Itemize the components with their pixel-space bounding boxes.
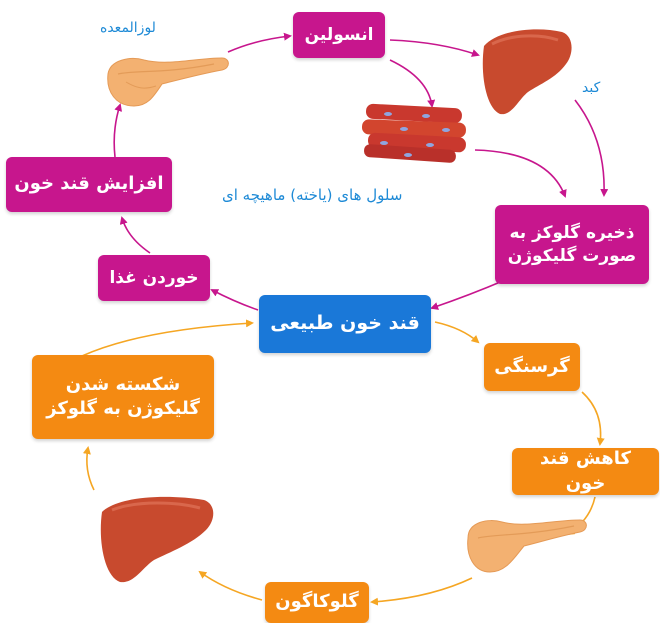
arrow-eat-to-increase bbox=[122, 218, 150, 253]
normal-blood-sugar-box: قند خون طبیعی bbox=[259, 295, 431, 353]
arrow-muscle-to-store bbox=[475, 150, 565, 196]
hunger-box: گرسنگی bbox=[484, 343, 580, 391]
arrow-increase-to-pancreas bbox=[114, 105, 120, 157]
increase-blood-sugar-box: افزایش قند خون bbox=[6, 157, 172, 212]
arrow-pancreas-to-insulin bbox=[228, 36, 290, 52]
pancreas-icon bbox=[464, 508, 590, 578]
arrow-store-to-normal bbox=[432, 280, 505, 308]
muscle-cells-icon bbox=[360, 102, 472, 164]
pancreas-icon bbox=[104, 52, 232, 110]
insulin-box: انسولین bbox=[293, 12, 385, 58]
arrow-insulin-to-liver bbox=[390, 40, 478, 55]
liver-icon bbox=[478, 22, 576, 120]
arrow-pancreas-to-glucagon bbox=[372, 578, 472, 602]
glucagon-box: گلوکاگون bbox=[265, 582, 369, 623]
liver-icon bbox=[98, 492, 218, 588]
liver-label: کبد bbox=[582, 80, 600, 96]
store-glucose-box: ذخیره گلوکز به صورت گلیکوژن bbox=[495, 205, 649, 284]
arrow-normal-to-hunger bbox=[435, 322, 478, 342]
arrow-liver-to-store bbox=[575, 100, 604, 195]
muscle-cells-label: سلول های (یاخته) ماهیچه ای bbox=[222, 186, 402, 204]
arrow-hunger-to-decrease bbox=[582, 392, 601, 444]
arrow-insulin-to-muscle bbox=[390, 60, 432, 106]
decrease-blood-sugar-box: کاهش قند خون bbox=[512, 448, 659, 495]
eating-food-box: خوردن غذا bbox=[98, 255, 210, 301]
pancreas-label: لوزالمعده bbox=[100, 20, 156, 36]
arrow-normal-to-eat bbox=[212, 290, 258, 310]
arrow-break-to-normal bbox=[82, 323, 252, 356]
arrow-liver-to-break bbox=[87, 448, 94, 490]
glycogen-breakdown-box: شکسته شدن گلیکوژن به گلوکز bbox=[32, 355, 214, 439]
